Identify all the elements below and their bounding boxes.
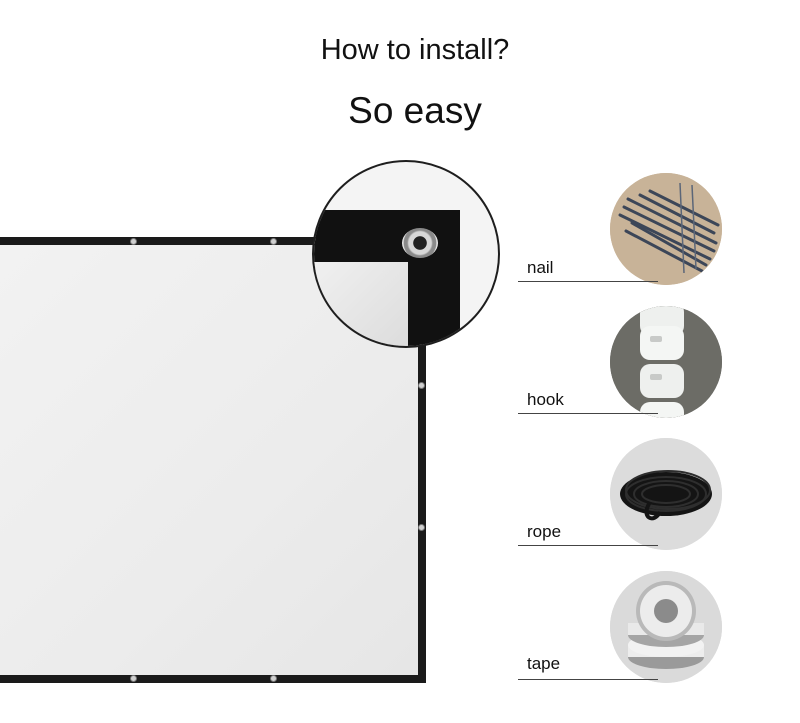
accessory-label-rope: rope: [527, 522, 562, 541]
tape-photo: [610, 571, 722, 683]
accessory-underline: [518, 413, 658, 414]
grommet: [270, 238, 277, 245]
grommet: [130, 238, 137, 245]
accessory-label-hook: hook: [527, 390, 564, 409]
hooks-photo: [610, 306, 722, 418]
heading-line-2: So easy: [348, 90, 482, 131]
zoom-screen-corner: [314, 262, 408, 346]
accessory-label-tape: tape: [527, 654, 561, 673]
accessory-label-nail: nail: [527, 258, 554, 277]
nails-photo: [610, 173, 722, 285]
grommet: [270, 675, 277, 682]
accessory-underline: [518, 545, 658, 546]
heading-line-1: How to install?: [320, 34, 510, 66]
eyelet-icon: [402, 228, 438, 258]
accessory-underline: [518, 281, 658, 282]
corner-zoom-detail: [312, 160, 500, 348]
accessory-underline: [518, 679, 658, 680]
grommet: [418, 382, 425, 389]
rope-photo: [610, 438, 722, 550]
grommet: [418, 524, 425, 531]
grommet: [130, 675, 137, 682]
